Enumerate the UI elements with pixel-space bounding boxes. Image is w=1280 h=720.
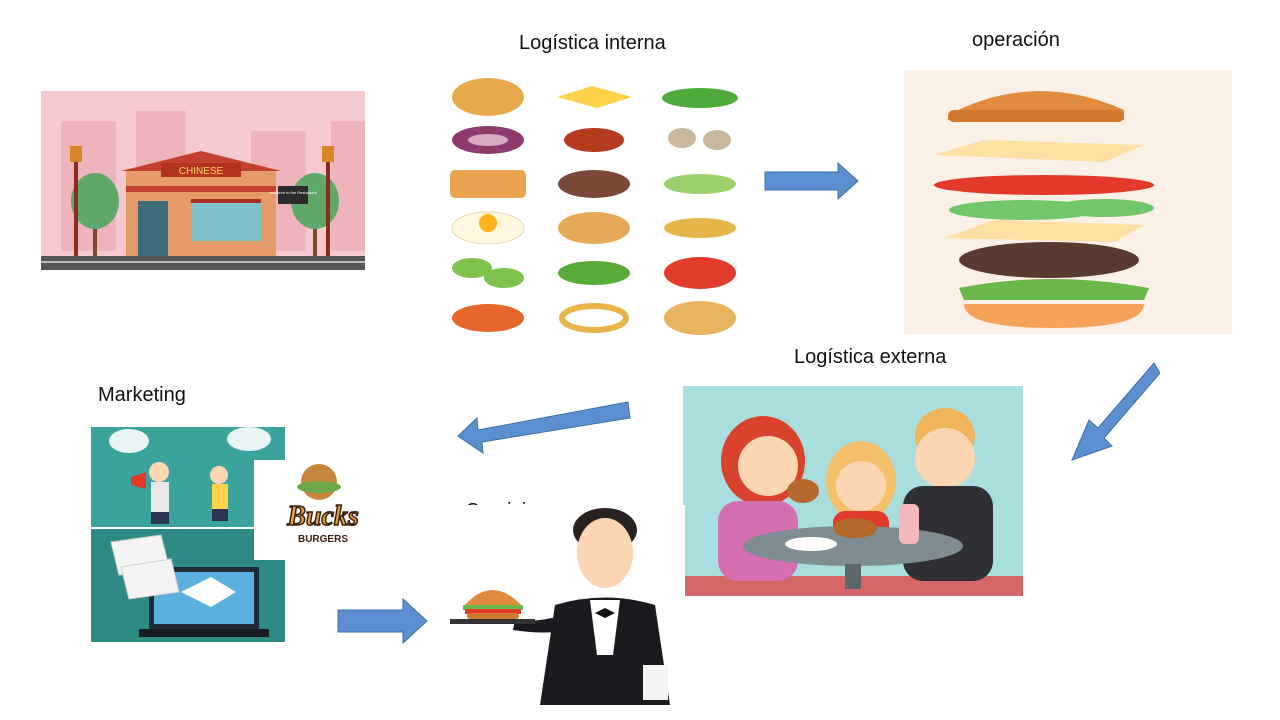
arrow-icon (1068, 360, 1160, 464)
label-logistica-interna: Logística interna (519, 32, 666, 54)
marketing-icon: Bucks BURGERS (91, 427, 391, 642)
arrow-icon (764, 162, 860, 200)
family-eating-icon (683, 386, 1023, 596)
restaurant-board: welcome to the Restaurant (269, 190, 317, 195)
waiter-icon (445, 505, 685, 705)
brand-logo: Bucks (286, 501, 359, 532)
label-operacion: operación (972, 29, 1060, 51)
brand-subtitle: BURGERS (298, 534, 348, 545)
restaurant-icon: CHINESE welcome to the Restaurant (41, 91, 365, 270)
label-logistica-externa: Logística externa (794, 346, 947, 368)
burger-stack-icon (904, 70, 1232, 334)
arrow-icon (337, 598, 429, 644)
restaurant-sign: CHINESE (179, 166, 224, 177)
ingredients-icon (432, 70, 747, 350)
label-marketing: Marketing (98, 384, 186, 406)
arrow-icon (456, 398, 632, 458)
